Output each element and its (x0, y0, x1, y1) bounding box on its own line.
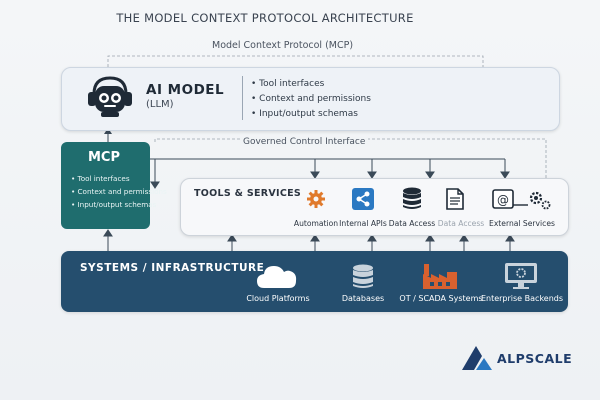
tool-label-data-access-2: Data Access (437, 219, 485, 228)
mcp-item: Tool interfaces (71, 172, 167, 185)
systems-label-databases: Databases (341, 294, 385, 303)
ai-model-list: Tool interfaces Context and permissions … (251, 77, 371, 122)
tool-label-internal-apis: Internal APIs (339, 219, 387, 228)
external-services-icon: @ (492, 189, 551, 210)
alpscale-logo-icon (462, 346, 492, 370)
share-icon (352, 188, 374, 210)
tools-title: TOOLS & SERVICES (194, 188, 302, 199)
ai-model-item: Context and permissions (251, 92, 371, 107)
mcp-item: Context and permissions (71, 185, 167, 198)
factory-icon (423, 264, 457, 289)
gear-icon (307, 190, 325, 208)
database-icon (403, 187, 421, 209)
monitor-icon (505, 263, 537, 289)
page-title: THE MODEL CONTEXT PROTOCOL ARCHITECTURE (116, 11, 414, 25)
robot-icon (88, 76, 132, 117)
ai-model-item: Input/output schemas (251, 107, 371, 122)
tool-label-data-access: Data Access (388, 219, 436, 228)
mcp-list: Tool interfaces Context and permissions … (71, 172, 167, 211)
database-icon (353, 264, 373, 288)
systems-panel[interactable] (61, 251, 568, 312)
protocol-label: Model Context Protocol (MCP) (212, 40, 354, 51)
tool-label-external-services: External Services (489, 219, 555, 228)
svg-text:@: @ (497, 193, 509, 207)
systems-label-ot-scada: OT / SCADA Systems (399, 294, 483, 303)
ai-model-subtitle: (LLM) (146, 99, 174, 110)
ai-model-item: Tool interfaces (251, 77, 371, 92)
systems-title: SYSTEMS / INFRASTRUCTURE (80, 262, 265, 274)
governed-control-label: Governed Control Interface (240, 137, 369, 147)
brand-name: ALPSCALE (497, 351, 573, 366)
ai-model-title: AI MODEL (146, 82, 225, 98)
tool-label-automation: Automation (293, 219, 339, 228)
systems-label-enterprise-backends: Enterprise Backends (480, 294, 564, 303)
document-icon (446, 188, 464, 210)
mcp-item: Input/output schemas (71, 198, 167, 211)
ai-model-divider (242, 76, 243, 120)
systems-label-cloud: Cloud Platforms (246, 294, 310, 303)
cloud-icon (257, 266, 297, 288)
mcp-title: MCP (88, 150, 121, 165)
